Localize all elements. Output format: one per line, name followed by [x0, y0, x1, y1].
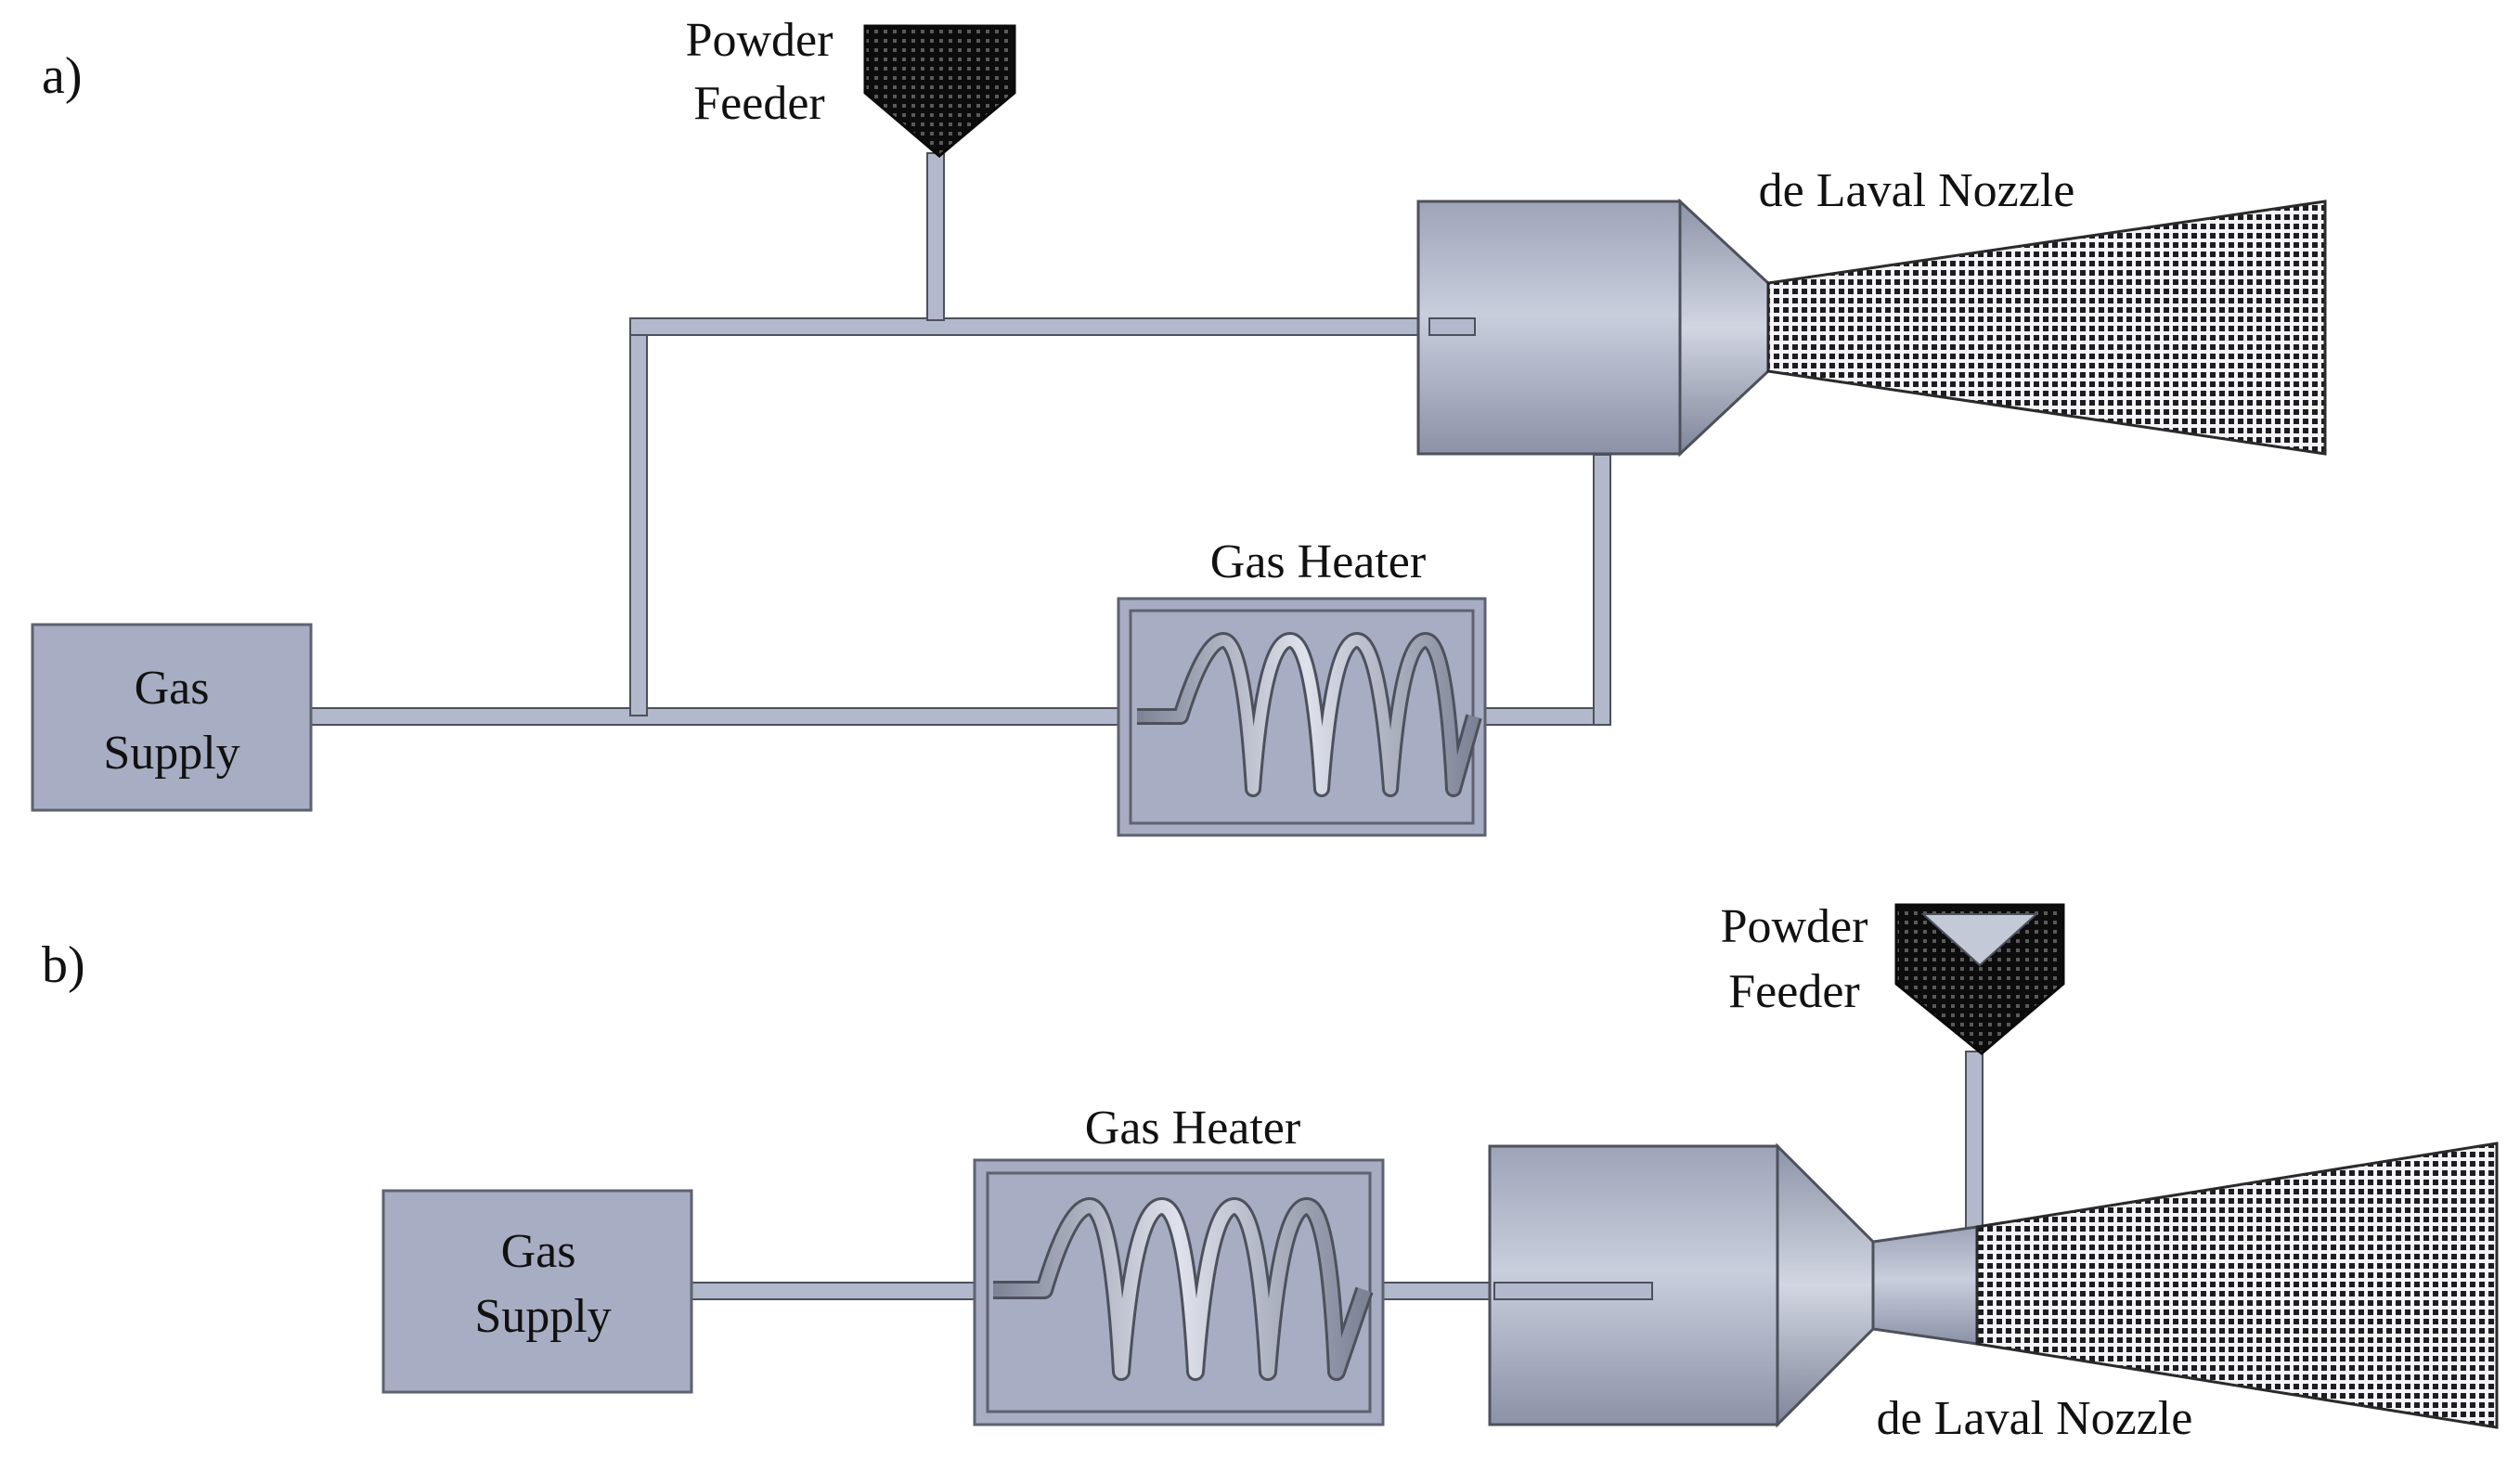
nozzle-assembly-a: de Laval Nozzle	[1416, 164, 2327, 458]
gas-supply-box-a	[31, 623, 313, 812]
powder-feeder-label-line1-b: Powder	[1721, 900, 1868, 953]
gas-heater-label-a: Gas Heater	[1210, 535, 1426, 588]
powder-hopper-opening-b	[1920, 913, 2039, 967]
heater-coil-a	[1137, 635, 1480, 794]
powder-feeder-a: Powder Feeder	[686, 14, 1016, 158]
powder-hopper-b	[1894, 903, 2065, 1055]
powder-carrier-pipe	[629, 317, 1476, 336]
panel-b: b) Gas Supply Gas Heater d	[42, 900, 2499, 1445]
powder-feeder-label-line2-a: Feeder	[693, 77, 824, 130]
feeder-drop-pipe-b	[1965, 1051, 1984, 1243]
gas-supply-b: Gas Supply	[381, 1189, 693, 1394]
gas-heater-label-b: Gas Heater	[1085, 1102, 1300, 1155]
panel-a-pipes	[310, 152, 1611, 726]
gas-inlet-injector-b	[1493, 1282, 1653, 1300]
panel-a-label: a)	[42, 47, 83, 105]
feeder-drop-pipe	[926, 152, 945, 321]
nozzle-label-a: de Laval Nozzle	[1759, 164, 2075, 217]
gas-supply-a: Gas Supply	[31, 623, 313, 812]
diverging-section-particle-jet-a	[1766, 200, 2327, 456]
panel-b-label: b)	[42, 936, 85, 994]
nozzle-assembly-b: de Laval Nozzle	[1488, 1142, 2499, 1445]
gas-supply-label-line2-a: Supply	[103, 727, 239, 780]
heater-to-chamber-pipe	[1484, 707, 1611, 726]
supply-to-heater-pipe-b	[691, 1282, 976, 1300]
bypass-riser-pipe	[629, 317, 648, 716]
powder-feeder-label-line1-a: Powder	[686, 14, 834, 67]
heater-coil-b	[993, 1200, 1371, 1378]
gas-supply-label-line2-b: Supply	[474, 1290, 611, 1343]
powder-feeder-b: Powder Feeder	[1721, 900, 2065, 1055]
gas-heater-b: Gas Heater	[973, 1102, 1385, 1426]
powder-feeder-label-line2-b: Feeder	[1728, 965, 1859, 1018]
gas-supply-label-line1-b: Gas	[501, 1225, 576, 1278]
nozzle-label-b: de Laval Nozzle	[1877, 1392, 2193, 1445]
heater-return-riser-pipe	[1593, 454, 1611, 726]
converging-section-a	[1678, 198, 1770, 458]
gas-supply-box-b	[381, 1189, 693, 1394]
diverging-section-particle-jet-b	[1975, 1142, 2499, 1429]
supply-to-heater-pipe	[310, 707, 1124, 726]
gas-supply-label-line1-a: Gas	[135, 662, 210, 715]
converging-section-b	[1776, 1142, 1875, 1428]
powder-hopper-a	[863, 24, 1016, 158]
nozzle-throat-section-b	[1871, 1225, 1979, 1346]
carrier-injector-a	[1428, 317, 1476, 336]
gas-heater-a: Gas Heater	[1117, 535, 1487, 837]
panel-a: a) Gas Supply Gas Heater Powder Fe	[31, 14, 2327, 837]
